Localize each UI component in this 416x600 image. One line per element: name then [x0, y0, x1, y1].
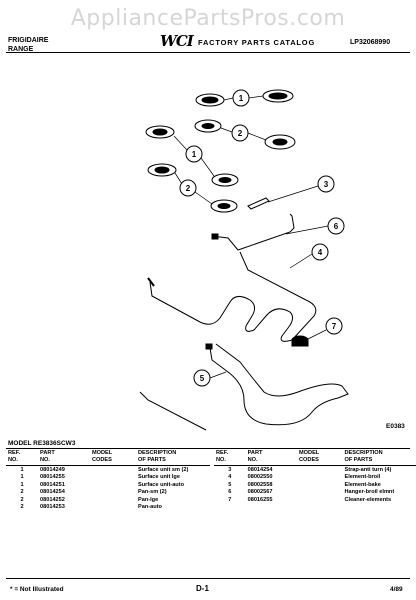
- header-model-1: MODEL: [92, 450, 113, 456]
- bake-element-bracket: [205, 343, 213, 350]
- wci-logo: WCI: [160, 32, 194, 50]
- header-ref-1: REF.: [8, 450, 21, 456]
- header-desc-2: OF PARTS: [344, 456, 373, 463]
- brand-block: FRIGIDAIRE RANGE: [8, 36, 48, 54]
- leader-lines: [173, 95, 329, 379]
- header-ref-1: REF.: [216, 450, 229, 456]
- broil-element-hanger: [211, 213, 295, 251]
- figure-code: E0383: [386, 423, 405, 430]
- svg-text:1: 1: [192, 150, 197, 159]
- header-model-2: CODES: [299, 456, 319, 463]
- svg-text:2: 2: [186, 184, 191, 193]
- callout-2-top: 2: [231, 124, 249, 142]
- header-desc-1: DESCRIPTION: [344, 450, 383, 456]
- header-part-1: PART: [247, 450, 263, 456]
- surface-unit-small-top: [195, 93, 225, 107]
- exploded-parts-diagram: 1 2 1 2 3 6 4 7 5: [139, 89, 349, 431]
- header-part-2: NO.: [40, 456, 50, 463]
- catalog-number: LP32068990: [350, 39, 391, 46]
- surface-unit-center: [211, 173, 239, 187]
- callout-4: 4: [311, 243, 329, 261]
- surface-unit-left-upper: [145, 125, 175, 139]
- brand-name: FRIGIDAIRE: [8, 37, 49, 44]
- callout-6: 6: [327, 217, 345, 235]
- header-model-2: CODES: [92, 456, 112, 463]
- callout-3: 3: [317, 175, 335, 193]
- header-desc-2: OF PARTS: [138, 456, 166, 463]
- header-desc-1: DESCRIPTION: [138, 450, 177, 456]
- broil-element-terminal: [147, 277, 155, 287]
- bake-element-lead: [139, 391, 207, 431]
- catalog-title: FACTORY PARTS CATALOG: [198, 38, 316, 47]
- drip-pan-small: [194, 119, 222, 133]
- svg-text:1: 1: [239, 94, 244, 103]
- header-part-2: NO.: [247, 456, 258, 463]
- drip-pan-center: [210, 199, 238, 213]
- surface-unit-large-top: [262, 89, 294, 103]
- header-rule: [6, 52, 410, 53]
- header-ref-2: NO.: [216, 456, 226, 463]
- product-type: RANGE: [8, 46, 34, 53]
- header-model-1: MODEL: [299, 450, 320, 456]
- callout-7: 7: [325, 317, 343, 335]
- svg-text:2: 2: [238, 129, 243, 138]
- anti-turn-strap: [247, 197, 270, 210]
- bake-element: [209, 343, 349, 426]
- callout-markers: 1 2 1 2 3 6 4 7 5: [179, 89, 345, 387]
- element-cleaner-can: [291, 335, 309, 347]
- callout-2-mid: 2: [179, 179, 197, 197]
- svg-text:3: 3: [324, 180, 329, 189]
- page-number: D-1: [196, 584, 209, 593]
- watermark-text: AppliancePartsPros.com: [70, 6, 346, 31]
- header-part-1: PART: [40, 450, 55, 456]
- not-illustrated-note: * = Not Illustrated: [10, 586, 64, 593]
- header-ref-2: NO.: [8, 456, 18, 463]
- surface-unit-left-lower: [147, 163, 177, 177]
- drip-pan-large: [264, 134, 296, 150]
- svg-text:4: 4: [318, 248, 323, 257]
- svg-text:5: 5: [200, 374, 205, 383]
- callout-1-mid: 1: [185, 145, 203, 163]
- svg-text:6: 6: [334, 222, 339, 231]
- callout-5: 5: [193, 369, 211, 387]
- callout-1-top: 1: [232, 89, 250, 107]
- broil-element: [149, 251, 317, 342]
- svg-text:7: 7: [332, 322, 337, 331]
- footer-rule: [6, 578, 410, 579]
- table-top-rule: [6, 448, 410, 449]
- model-number: MODEL RE3836SCW3: [8, 440, 76, 447]
- hanger-clip: [211, 233, 219, 240]
- revision-date: 4/89: [390, 586, 403, 593]
